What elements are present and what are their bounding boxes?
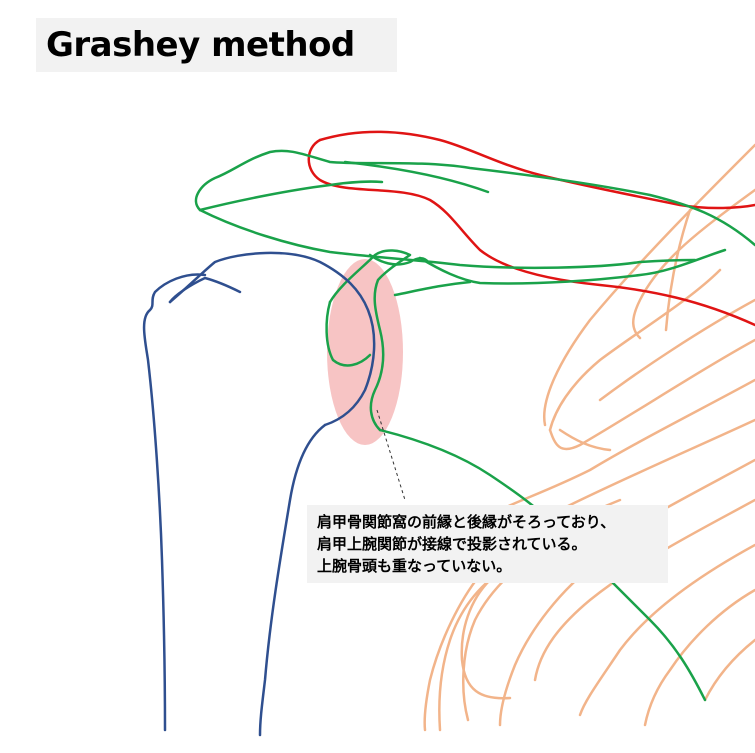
rib-line	[438, 558, 522, 732]
note-line-3: 上腕骨頭も重なっていない。	[317, 557, 512, 575]
rib-line	[542, 143, 755, 427]
spine-outline	[198, 208, 697, 270]
diagram-title: Grashey method	[46, 25, 355, 65]
note-line-1: 肩甲骨関節窩の前縁と後縁がそろっており、	[317, 513, 616, 531]
clavicle-outline	[307, 138, 755, 327]
scapula-neck-outline	[393, 280, 472, 297]
rib-line	[558, 428, 612, 452]
rib-line	[498, 558, 602, 727]
rib-line	[598, 298, 755, 402]
humeral-head-outline	[168, 251, 376, 427]
rib-line	[423, 573, 482, 732]
humerus-shaft-outline	[142, 273, 207, 732]
rib-line	[533, 498, 755, 682]
glenoid-outline	[328, 249, 412, 432]
scapula-neck-outline	[368, 253, 430, 266]
glenoid-highlight	[327, 259, 403, 445]
humerus-group	[142, 251, 376, 737]
note-line-2: 肩甲上腕関節が接線で投影されている。	[317, 535, 587, 553]
humerus-shaft-outline	[258, 423, 327, 737]
acromion-outline	[343, 160, 490, 194]
annotation-note: 肩甲骨関節窩の前縁と後縁がそろっており、 肩甲上腕関節が接線で投影されている。 …	[307, 505, 668, 583]
acromion-outline	[198, 180, 384, 212]
coracoid-outline	[418, 248, 727, 285]
rib-line	[632, 188, 755, 340]
rib-line	[548, 268, 722, 432]
greater-tuberosity-outline	[168, 276, 242, 304]
annotation-leader-line	[376, 409, 406, 501]
rib-line	[548, 338, 755, 451]
rib-line	[498, 378, 755, 512]
title-panel: Grashey method	[36, 18, 397, 72]
rib-line	[643, 588, 755, 727]
acromion-outline	[194, 149, 755, 247]
ribs-group	[423, 143, 755, 732]
rib-line	[558, 418, 755, 512]
rib-line	[703, 638, 755, 702]
clavicle-outline	[318, 130, 755, 210]
rib-line	[578, 543, 755, 717]
glenoid-outline	[325, 300, 372, 367]
